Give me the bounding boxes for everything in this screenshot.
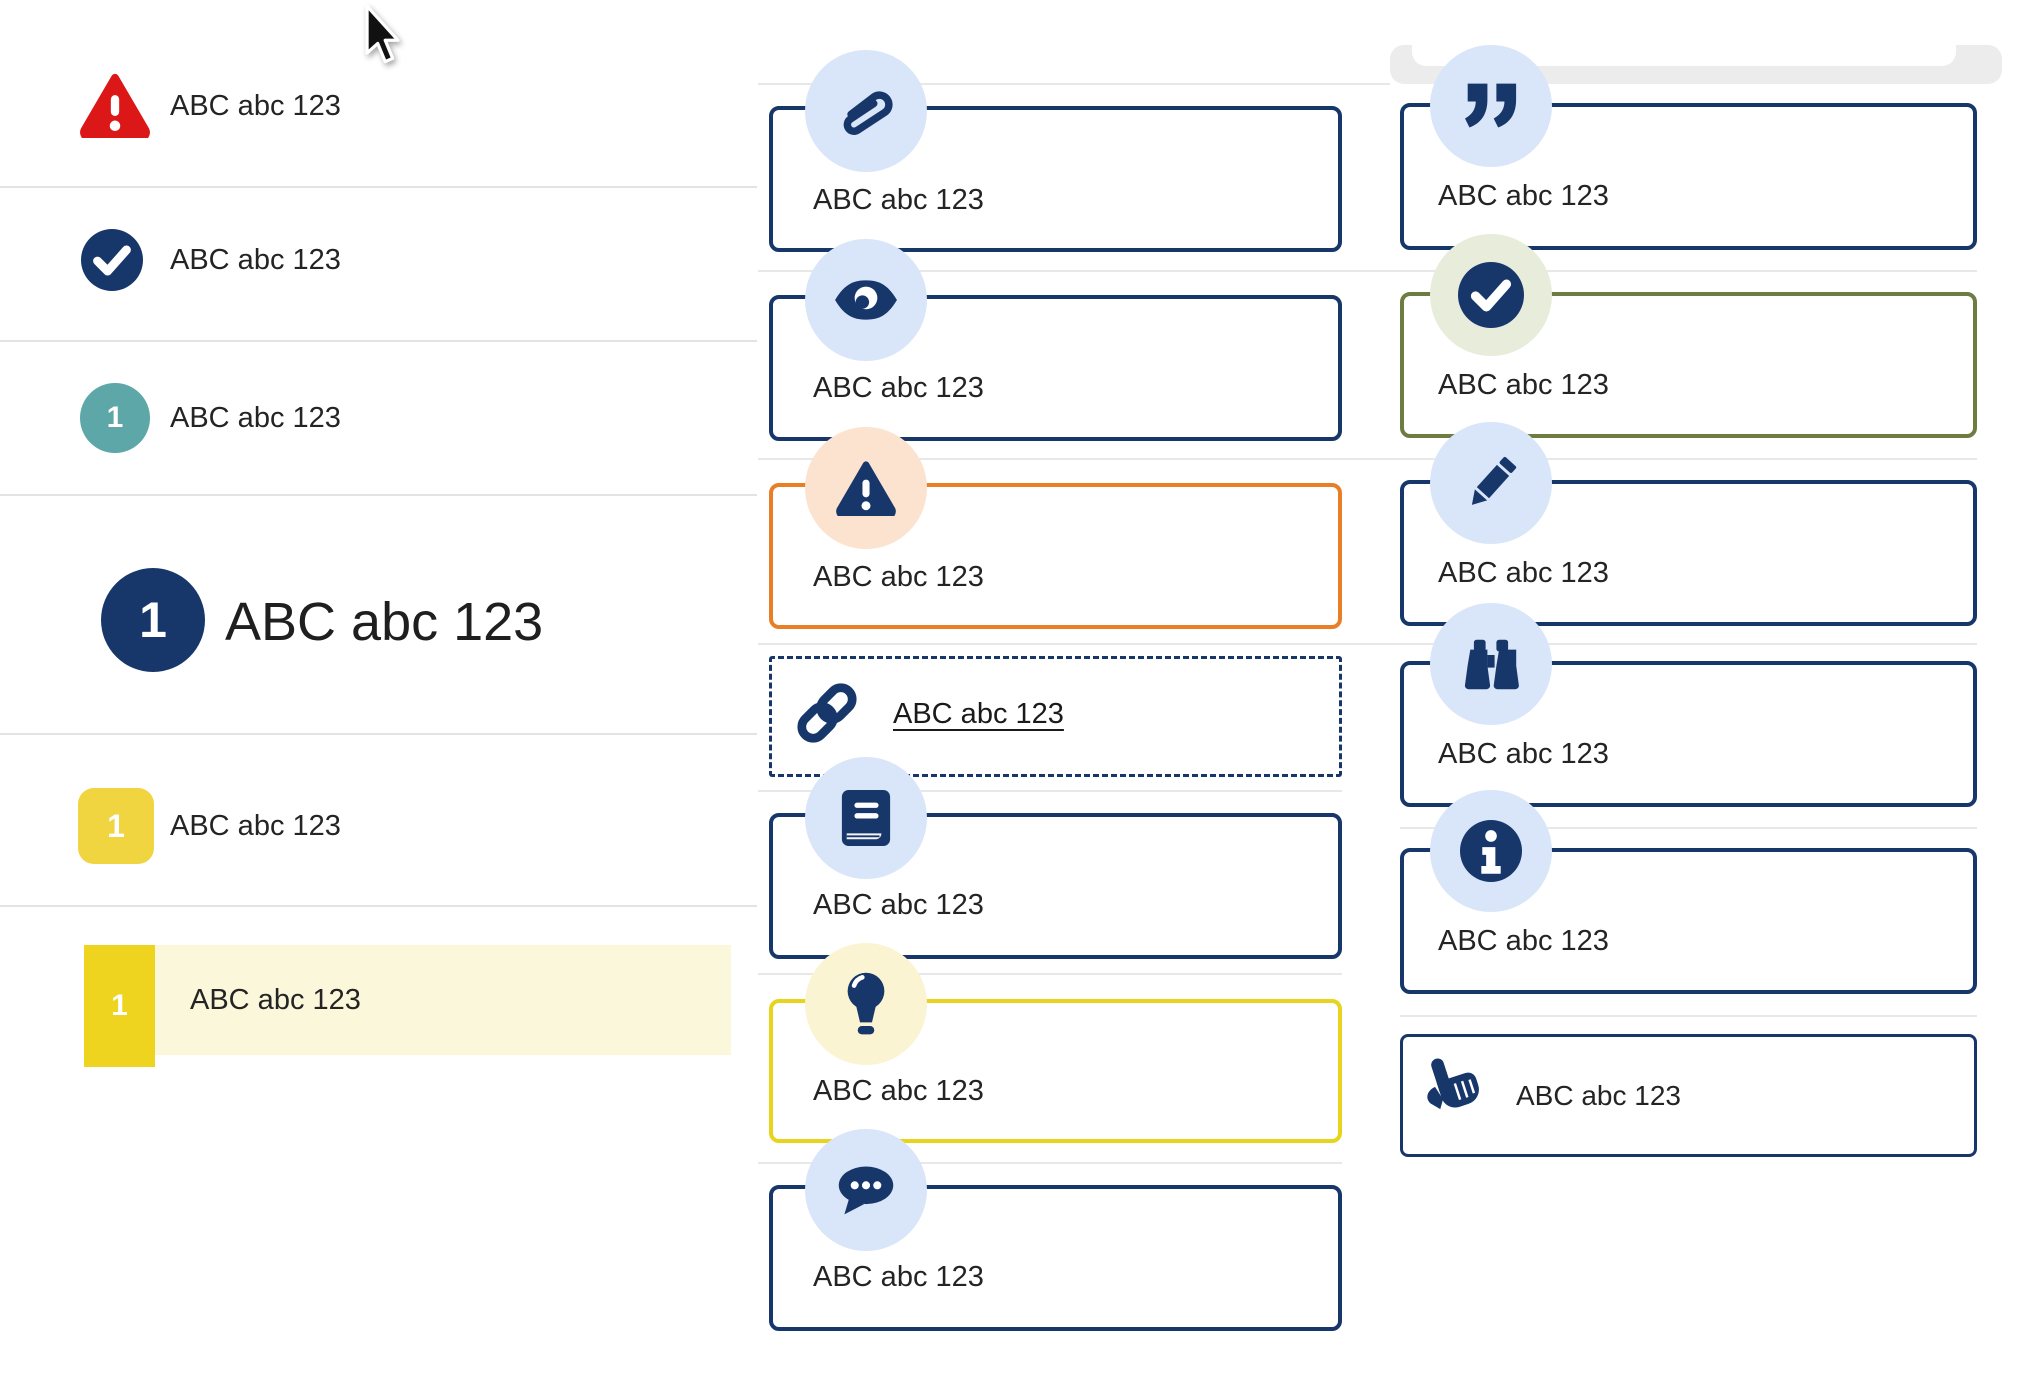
- list-item-label: ABC abc 123: [170, 90, 341, 122]
- card-label: ABC abc 123: [1438, 369, 1609, 401]
- list-item-label: ABC abc 123: [170, 810, 341, 842]
- hand-pointer-icon: [1414, 1052, 1486, 1128]
- pencil-icon: [1430, 422, 1552, 544]
- divider: [0, 733, 757, 735]
- binoculars-icon: [1430, 603, 1552, 725]
- highlight-band: [84, 945, 731, 1055]
- card-label: ABC abc 123: [813, 889, 984, 921]
- separator: [758, 790, 1342, 792]
- lightbulb-icon: [805, 943, 927, 1065]
- card-preview[interactable]: [769, 295, 1342, 441]
- card-link[interactable]: [769, 656, 1342, 777]
- link-icon: [792, 680, 862, 746]
- card-label: ABC abc 123: [1438, 738, 1609, 770]
- divider: [0, 494, 757, 496]
- separator: [758, 1162, 1342, 1164]
- card-label: ABC abc 123: [1438, 557, 1609, 589]
- mouse-cursor-icon: [362, 4, 402, 68]
- card-label: ABC abc 123: [1516, 1080, 1681, 1111]
- card-label: ABC abc 123: [1438, 180, 1609, 212]
- card-label: ABC abc 123: [1438, 925, 1609, 957]
- eye-icon: [805, 239, 927, 361]
- separator: [758, 973, 1342, 975]
- card-label: ABC abc 123: [813, 184, 984, 216]
- divider: [0, 186, 757, 188]
- separator: [758, 458, 1977, 460]
- separator: [1400, 1015, 1977, 1017]
- paperclip-icon: [805, 50, 927, 172]
- chat-icon: [805, 1129, 927, 1251]
- separator: [758, 270, 1977, 272]
- info-icon: [1430, 790, 1552, 912]
- separator: [1400, 827, 1977, 829]
- check-circle-icon: [81, 229, 143, 291]
- marker-badge-yellow: 1: [84, 945, 155, 1067]
- card-label: ABC abc 123: [813, 372, 984, 404]
- card-label: ABC abc 123: [813, 561, 984, 593]
- note-badge-yellow: 1: [78, 788, 154, 864]
- divider: [0, 340, 757, 342]
- check-circle-icon: [1430, 234, 1552, 356]
- step-badge-teal: 1: [80, 383, 150, 453]
- warning-icon: [805, 427, 927, 549]
- card-action[interactable]: [1400, 1034, 1977, 1157]
- card-label: ABC abc 123: [813, 1075, 984, 1107]
- list-item-label: ABC abc 123: [170, 244, 341, 276]
- alert-triangle-icon: [80, 72, 150, 138]
- step-badge-navy-large: 1: [101, 568, 205, 672]
- divider: [0, 905, 757, 907]
- list-item-label: ABC abc 123: [190, 984, 361, 1016]
- list-item-label: ABC abc 123: [170, 402, 341, 434]
- separator: [758, 643, 1977, 645]
- quote-icon: [1430, 45, 1552, 167]
- list-item-label-large: ABC abc 123: [225, 592, 544, 652]
- book-icon: [805, 757, 927, 879]
- separator: [758, 83, 1390, 85]
- card-label: ABC abc 123: [813, 1261, 984, 1293]
- card-link-text[interactable]: ABC abc 123: [893, 698, 1064, 730]
